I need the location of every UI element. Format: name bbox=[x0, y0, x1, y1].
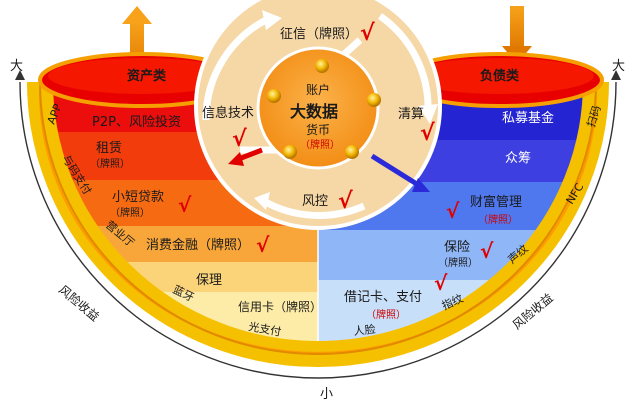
inner-core bbox=[256, 46, 380, 170]
center-credit-bureau: 征信（牌照） bbox=[280, 26, 358, 42]
band-debit-payment: 借记卡、支付 bbox=[344, 290, 422, 305]
center-clearing-check: √ bbox=[420, 121, 435, 146]
center-info-tech-check: √ bbox=[232, 127, 247, 152]
band-debit-payment-check: √ bbox=[434, 271, 448, 295]
right-up-arrowhead bbox=[611, 70, 621, 80]
coin-icons bbox=[267, 59, 381, 159]
center-risk-check: √ bbox=[338, 189, 353, 214]
risk-return-curve bbox=[19, 81, 617, 379]
band-credit-card: 信用卡（牌照） bbox=[238, 300, 322, 314]
band-consumer-finance: 消费金融（牌照） bbox=[146, 237, 250, 253]
band-private-fund: 私募基金 bbox=[502, 110, 554, 126]
band-p2p: P2P、风险投资 bbox=[92, 114, 181, 130]
band-insurance: 保险 bbox=[444, 240, 470, 255]
center-info-tech: 信息技术 bbox=[202, 105, 254, 121]
inner-big-data: 大数据 bbox=[290, 102, 338, 121]
band-consumer-finance-check: √ bbox=[256, 233, 270, 257]
band-factoring: 保理 bbox=[196, 273, 222, 288]
band-leasing-license: （牌照） bbox=[90, 157, 130, 170]
rim-scan-code: 扫码 bbox=[584, 104, 603, 129]
band-wealth-mgmt: 财富管理 bbox=[470, 194, 522, 210]
inner-account: 账户 bbox=[306, 82, 330, 97]
rim-face: 人脸 bbox=[353, 322, 376, 338]
inner-currency: 货币 bbox=[306, 122, 330, 137]
band-microloan-check: √ bbox=[178, 193, 192, 217]
assets-header: 资产类 bbox=[127, 68, 167, 84]
band-wealth-mgmt-license: （牌照） bbox=[478, 213, 518, 226]
center-clearing: 清算 bbox=[398, 107, 424, 122]
big-left-label: 大 bbox=[10, 59, 23, 74]
inner-currency-license: （牌照） bbox=[300, 138, 340, 151]
left-risk-return-label: 风险收益 bbox=[56, 282, 102, 324]
band-microloan: 小短贷款 bbox=[112, 190, 164, 205]
band-wealth-mgmt-check: √ bbox=[446, 199, 460, 223]
rim-light-pay: 光支付 bbox=[247, 319, 282, 339]
left-up-arrowhead bbox=[15, 70, 25, 80]
center-credit-check: √ bbox=[360, 21, 375, 46]
band-crowdfunding: 众筹 bbox=[505, 150, 531, 166]
center-risk-control: 风控 bbox=[302, 194, 328, 209]
right-risk-return-label: 风险收益 bbox=[509, 290, 555, 332]
band-insurance-check: √ bbox=[480, 239, 494, 263]
band-microloan-license: （牌照） bbox=[110, 206, 150, 219]
big-right-label: 大 bbox=[612, 59, 625, 74]
liabilities-header: 负债类 bbox=[480, 68, 520, 84]
small-bottom-label: 小 bbox=[320, 387, 333, 402]
band-insurance-license: （牌照） bbox=[438, 256, 478, 269]
band-debit-payment-license: （牌照） bbox=[366, 308, 406, 321]
band-leasing: 租赁 bbox=[96, 141, 122, 156]
